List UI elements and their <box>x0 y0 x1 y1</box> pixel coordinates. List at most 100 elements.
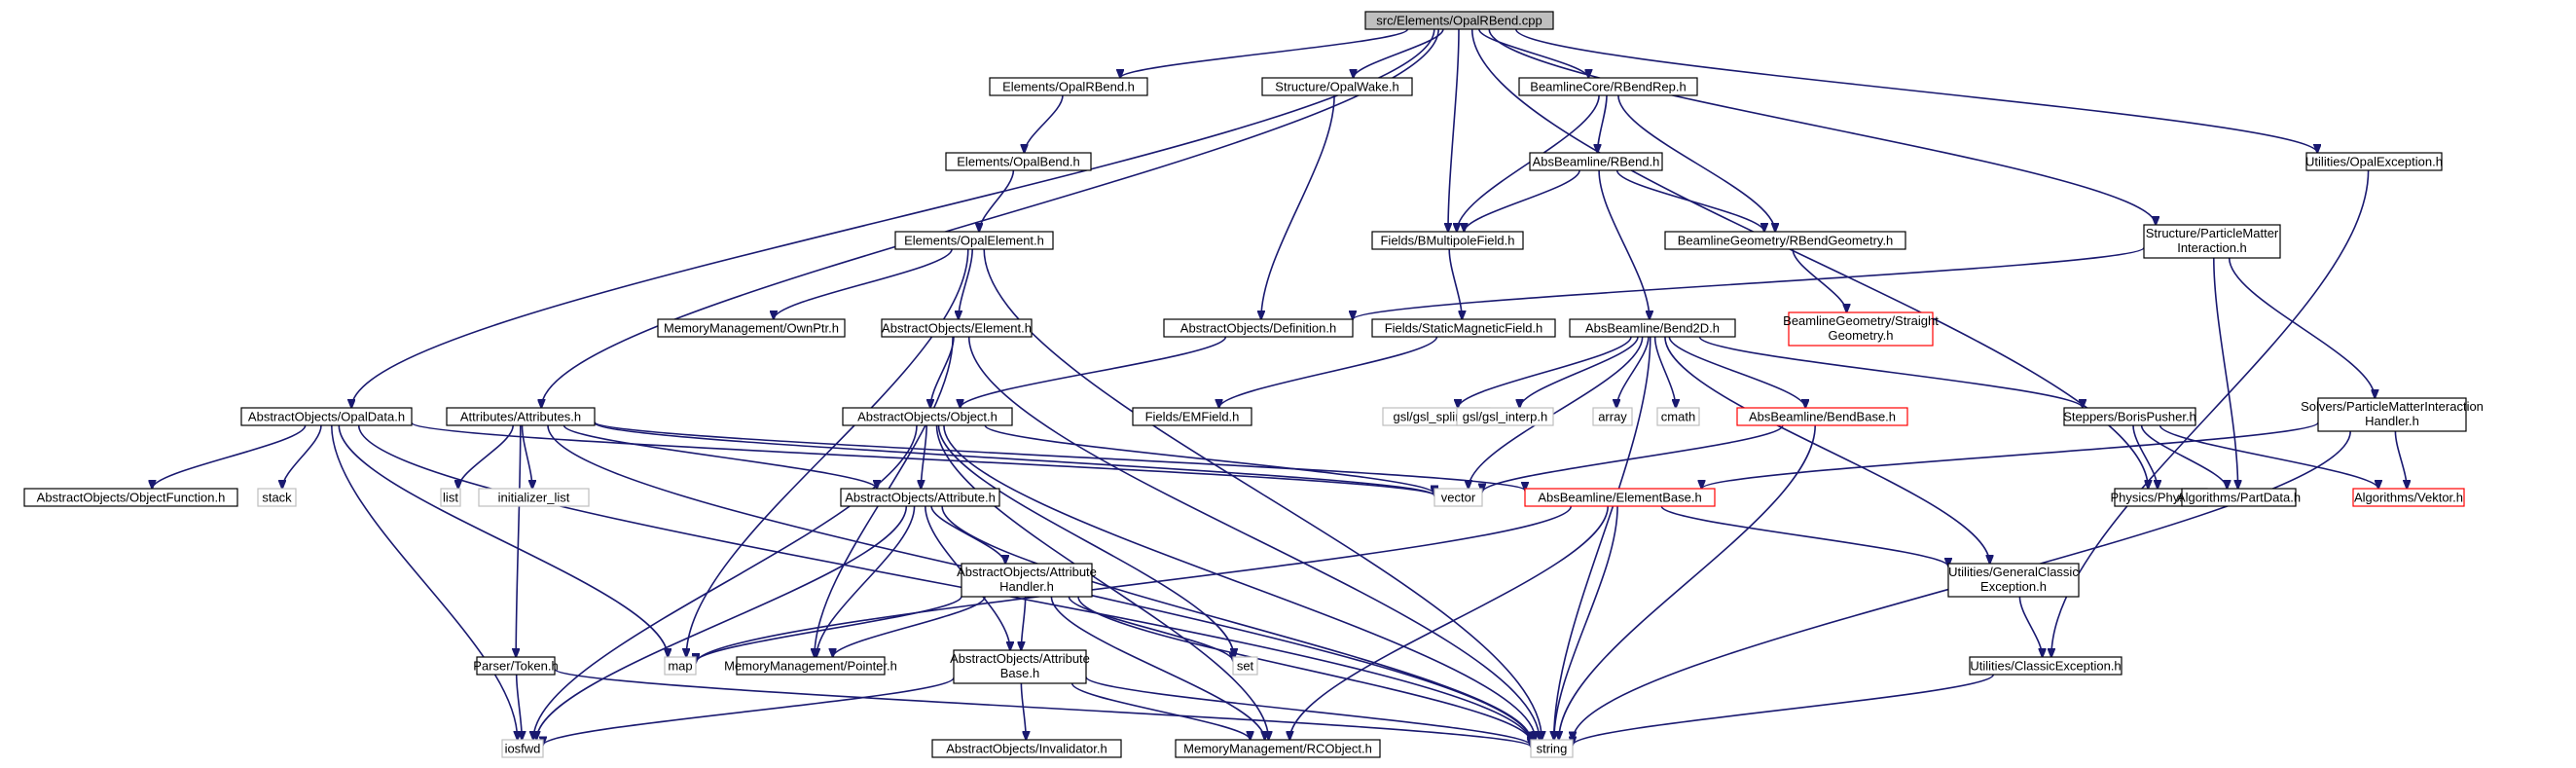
node-staticmag[interactable]: Fields/StaticMagneticField.h <box>1371 318 1556 338</box>
node-vektor[interactable]: Algorithms/Vektor.h <box>2352 488 2465 507</box>
node-opalelement[interactable]: Elements/OpalElement.h <box>894 231 1054 250</box>
edge-absrbend-to-bmultipole <box>1464 169 1580 232</box>
node-opaldata[interactable]: AbstractObjects/OpalData.h <box>240 407 413 426</box>
edge-root-to-opalrbend_h <box>1120 28 1409 78</box>
node-bend2d-box <box>1569 318 1736 338</box>
node-initlist-box <box>478 488 590 507</box>
node-gsl_interp-box <box>1456 407 1554 426</box>
node-opalbend-label-line-1: Elements/OpalBend.h <box>957 155 1079 169</box>
node-opalbend-box <box>945 152 1092 171</box>
edge-bend2d-to-cmath <box>1653 336 1676 408</box>
node-elementbase-label-line-1: AbsBeamline/ElementBase.h <box>1538 491 1701 505</box>
edge-bend2d-to-genclassicexc <box>1664 336 1990 564</box>
edge-elementbase-to-genclassicexc <box>1660 505 1948 567</box>
node-opalbend[interactable]: Elements/OpalBend.h <box>945 152 1092 171</box>
edge-attribute-to-pointer <box>816 505 916 657</box>
node-partdata-label-line-1: Algorithms/PartData.h <box>2177 491 2301 505</box>
node-opalelement-label-line-1: Elements/OpalElement.h <box>904 234 1044 248</box>
node-opalexception[interactable]: Utilities/OpalException.h <box>2305 152 2443 171</box>
node-ownptr[interactable]: MemoryManagement/OwnPtr.h <box>657 318 846 338</box>
edge-staticmag-to-emfield <box>1219 336 1438 408</box>
edges-layer <box>152 28 2407 747</box>
node-absrbend-box <box>1529 152 1663 171</box>
node-borispusher[interactable]: Steppers/BorisPusher.h <box>2063 407 2196 426</box>
edge-attributes-to-list <box>458 424 514 489</box>
node-absrbend[interactable]: AbsBeamline/RBend.h <box>1529 152 1663 171</box>
nodes-layer: src/Elements/OpalRBend.cppElements/OpalR… <box>23 11 2484 758</box>
node-emfield[interactable]: Fields/EMField.h <box>1132 407 1252 426</box>
edge-attributes-to-initlist <box>521 424 533 489</box>
node-rcobject[interactable]: MemoryManagement/RCObject.h <box>1175 739 1381 758</box>
node-staticmag-label-line-1: Fields/StaticMagneticField.h <box>1385 321 1543 336</box>
node-partdata-box <box>2181 488 2297 507</box>
edge-definition-to-object <box>961 336 1227 408</box>
node-bendbase[interactable]: AbsBeamline/BendBase.h <box>1736 407 1908 426</box>
edge-object-to-vector <box>984 424 1434 494</box>
edge-token-to-string <box>554 668 1531 747</box>
node-list-label-line-1: list <box>443 491 458 505</box>
node-definition-label-line-1: AbstractObjects/Definition.h <box>1180 321 1336 336</box>
edge-genclassicexc-to-classicexc <box>2018 596 2042 657</box>
node-partdata[interactable]: Algorithms/PartData.h <box>2177 488 2301 507</box>
node-rbendrep[interactable]: BeamlineCore/RBendRep.h <box>1518 77 1698 96</box>
edge-attrhandler-to-map <box>696 596 962 662</box>
node-pointer[interactable]: MemoryManagement/Pointer.h <box>724 656 897 676</box>
node-bmultipole[interactable]: Fields/BMultipoleField.h <box>1371 231 1524 250</box>
node-vector: vector <box>1433 488 1483 507</box>
node-bmultipole-label-line-1: Fields/BMultipoleField.h <box>1380 234 1514 248</box>
edge-attribute-to-string <box>941 505 1531 741</box>
node-vektor-box <box>2352 488 2465 507</box>
node-ownptr-box <box>657 318 846 338</box>
node-rbendgeom[interactable]: BeamlineGeometry/RBendGeometry.h <box>1664 231 1906 250</box>
node-token[interactable]: Parser/Token.h <box>473 656 559 676</box>
node-definition[interactable]: AbstractObjects/Definition.h <box>1163 318 1354 338</box>
node-pmi[interactable]: Structure/ParticleMatterInteraction.h <box>2143 224 2281 259</box>
node-pmihandler[interactable]: Solvers/ParticleMatterInteractionHandler… <box>2301 397 2484 432</box>
node-classicexc[interactable]: Utilities/ClassicException.h <box>1969 656 2122 676</box>
node-attrbase-label-line-1: AbstractObjects/Attribute <box>950 651 1090 666</box>
edge-pmi-to-partdata <box>2213 257 2238 489</box>
edge-object-to-attribute <box>921 424 927 489</box>
edge-bend2d-to-vector <box>1469 336 1644 489</box>
node-bend2d-label-line-1: AbsBeamline/Bend2D.h <box>1585 321 1720 336</box>
node-rbendgeom-box <box>1664 231 1906 250</box>
node-opalrbend_h[interactable]: Elements/OpalRBend.h <box>989 77 1148 96</box>
node-initlist: initializer_list <box>478 488 590 507</box>
edge-bendbase-to-vector <box>1482 424 1784 493</box>
edge-bend2d-to-array <box>1616 336 1650 408</box>
node-opalelement-box <box>894 231 1054 250</box>
edge-attrhandler-to-pointer <box>833 596 986 657</box>
node-opalwake[interactable]: Structure/OpalWake.h <box>1261 77 1413 96</box>
node-array-label-line-1: array <box>1598 410 1627 424</box>
node-list-box <box>440 488 461 507</box>
edge-attrhandler-to-string <box>1077 596 1531 742</box>
node-attribute[interactable]: AbstractObjects/Attribute.h <box>840 488 1000 507</box>
node-pmi-label-line-1: Structure/ParticleMatter <box>2146 226 2279 240</box>
node-root[interactable]: src/Elements/OpalRBend.cpp <box>1364 11 1554 30</box>
node-bend2d[interactable]: AbsBeamline/Bend2D.h <box>1569 318 1736 338</box>
node-opalwake-label-line-1: Structure/OpalWake.h <box>1275 80 1398 94</box>
node-elementbase[interactable]: AbsBeamline/ElementBase.h <box>1524 488 1716 507</box>
edge-absrbend-to-bend2d <box>1598 169 1650 319</box>
node-attributes-box <box>446 407 596 426</box>
edge-attrhandler-to-set <box>1068 596 1233 661</box>
node-object[interactable]: AbstractObjects/Object.h <box>842 407 1013 426</box>
node-element[interactable]: AbstractObjects/Element.h <box>881 318 1033 338</box>
node-attributes[interactable]: Attributes/Attributes.h <box>446 407 596 426</box>
node-stack-label-line-1: stack <box>262 491 292 505</box>
node-objectfunction[interactable]: AbstractObjects/ObjectFunction.h <box>23 488 238 507</box>
node-set-box <box>1232 656 1258 676</box>
node-invalidator[interactable]: AbstractObjects/Invalidator.h <box>931 739 1122 758</box>
node-invalidator-box <box>931 739 1122 758</box>
edge-pmihandler-to-vektor <box>2394 430 2407 489</box>
edge-attrbase-to-string <box>1085 676 1531 746</box>
node-pmi-box <box>2143 224 2281 259</box>
node-absrbend-label-line-1: AbsBeamline/RBend.h <box>1533 155 1660 169</box>
edge-borispusher-to-physics <box>2132 424 2158 489</box>
edge-opaldata-to-objectfunction <box>152 424 307 489</box>
edge-root-to-opalexception <box>1515 28 2317 153</box>
